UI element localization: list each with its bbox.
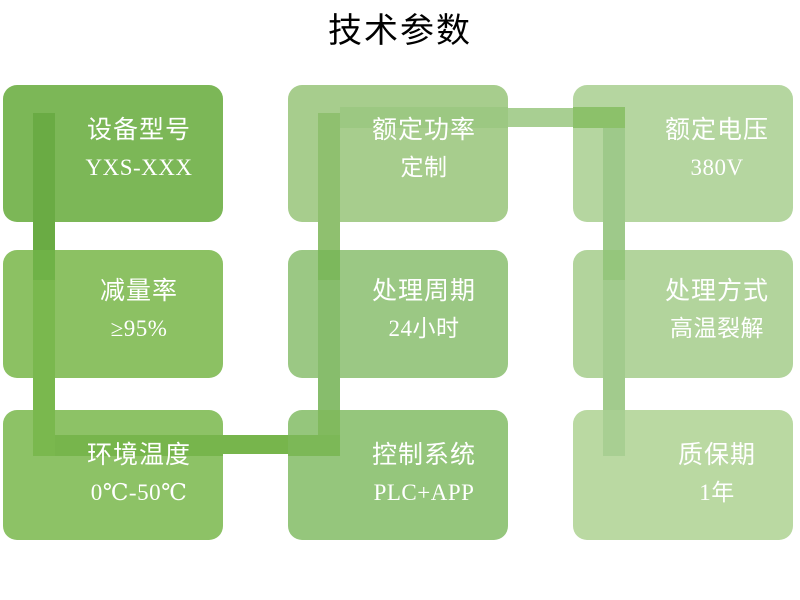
connector-vertical-col2-row1-row2 [318, 218, 340, 254]
card-accent-bar-treatment-cycle [318, 250, 340, 378]
card-accent-bar-treatment-method [603, 250, 625, 378]
card-treatment-cycle[interactable]: 处理周期 24小时 [288, 250, 508, 378]
connector-vertical-col2-row2-row3 [318, 374, 340, 414]
card-accent-bar-ambient-temperature [33, 410, 55, 456]
card-value-treatment-method: 高温裂解 [670, 316, 764, 341]
card-rated-voltage[interactable]: 额定电压 380V [573, 85, 793, 222]
card-label-reduction-rate: 减量率 [99, 278, 178, 305]
card-control-system[interactable]: 控制系统 PLC+APP [288, 410, 508, 540]
card-accent-bar-corner-control-system [288, 435, 340, 456]
card-value-warranty-period: 1年 [699, 480, 735, 505]
card-label-warranty-period: 质保期 [677, 442, 756, 469]
card-label-treatment-method: 处理方式 [664, 278, 769, 305]
connector-vertical-col3-row1-row2 [603, 218, 625, 254]
card-accent-bar-reduction-rate [33, 250, 55, 378]
card-label-device-model: 设备型号 [86, 117, 191, 144]
connector-vertical-col1-row1-row2 [33, 218, 55, 254]
card-treatment-method[interactable]: 处理方式 高温裂解 [573, 250, 793, 378]
card-accent-bar-rated-voltage [603, 107, 625, 222]
card-label-ambient-temperature: 环境温度 [86, 442, 191, 469]
page-title: 技术参数 [328, 13, 472, 50]
card-accent-bar-rated-power [318, 113, 340, 222]
card-rated-power[interactable]: 额定功率 定制 [288, 85, 508, 222]
card-value-reduction-rate: ≥95% [110, 316, 168, 341]
card-value-rated-voltage: 380V [690, 155, 744, 180]
card-label-control-system: 控制系统 [371, 442, 476, 469]
card-value-device-model: YXS-XXX [85, 155, 193, 180]
card-label-rated-power: 额定功率 [371, 117, 476, 144]
card-accent-bar-upper-treatment-method [603, 250, 625, 280]
card-value-ambient-temperature: 0℃-50℃ [90, 480, 188, 505]
card-accent-bar-device-model [33, 113, 55, 222]
connector-vertical-col3-row2-row3 [603, 374, 625, 414]
card-accent-bar-warranty-period [603, 410, 625, 456]
card-warranty-period[interactable]: 质保期 1年 [573, 410, 793, 540]
card-accent-bar-horizontal-ambient-temperature [55, 435, 223, 456]
card-accent-bar-upper-reduction-rate [33, 250, 55, 280]
card-accent-bar-corner-rated-voltage [573, 107, 625, 128]
card-value-control-system: PLC+APP [373, 480, 475, 505]
card-label-treatment-cycle: 处理周期 [371, 278, 476, 305]
connector-vertical-col1-row2-row3 [33, 374, 55, 414]
card-value-treatment-cycle: 24小时 [388, 316, 460, 341]
card-accent-bar-upper-treatment-cycle [318, 250, 340, 280]
card-device-model[interactable]: 设备型号 YXS-XXX [3, 85, 223, 222]
card-accent-bar-horizontal-rated-power [340, 107, 508, 128]
card-label-rated-voltage: 额定电压 [664, 117, 769, 144]
card-value-rated-power: 定制 [400, 155, 448, 180]
card-ambient-temperature[interactable]: 环境温度 0℃-50℃ [3, 410, 223, 540]
card-reduction-rate[interactable]: 减量率 ≥95% [3, 250, 223, 378]
